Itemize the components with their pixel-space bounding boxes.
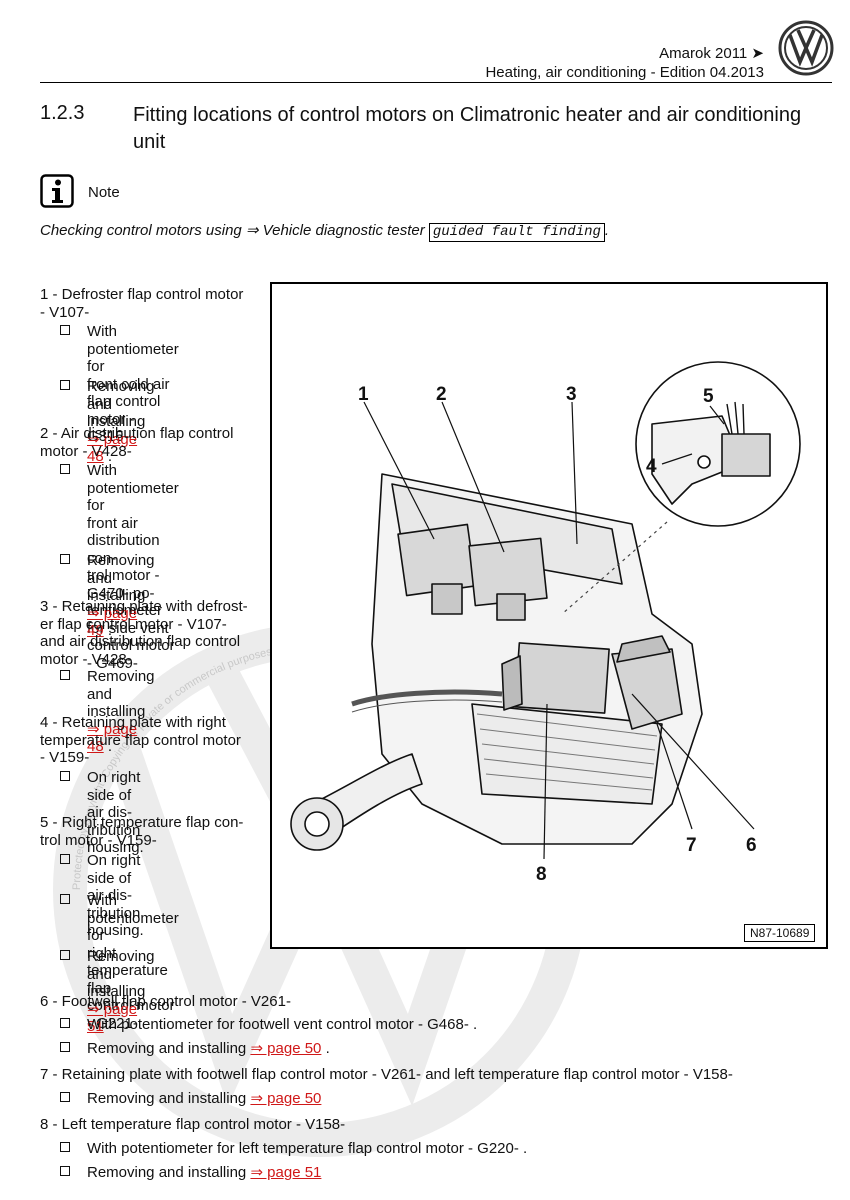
item-4-line-3: - V159- (40, 749, 90, 766)
item-7-line-1: 7 - Retaining plate with footwell flap c… (40, 1066, 733, 1083)
subitem-line: With potentiometer for (87, 892, 179, 944)
list-item: 1 - Defroster flap control motor- V107- (40, 286, 243, 321)
subitem-line: On right side of air dis- (87, 769, 141, 821)
callout-2: 2 (436, 384, 447, 405)
checkbox-bullet-icon (60, 1092, 70, 1102)
note-text: Checking control motors using ⇒ Vehicle … (40, 221, 609, 242)
callout-4: 4 (646, 456, 657, 477)
page-49-link[interactable]: ⇒ page 49 (87, 604, 138, 640)
manual-subtitle: Heating, air conditioning - Edition 04.2… (485, 64, 764, 81)
subitem-line: tribution housing. (87, 821, 144, 857)
note-text-suffix: . (604, 222, 610, 239)
info-icon (40, 174, 74, 208)
callout-8: 8 (536, 864, 547, 885)
checkbox-bullet-icon (60, 771, 70, 781)
subitem-line: motor - G315- . (87, 410, 138, 446)
checkbox-bullet-icon (60, 1018, 70, 1028)
list-item: 5 - Right temperature flap con-trol moto… (40, 814, 243, 849)
section-title: Fitting locations of control motors on C… (133, 104, 802, 153)
page-48-link[interactable]: ⇒ page 48 (87, 720, 138, 756)
callout-1: 1 (358, 384, 369, 405)
item-8-line-1: 8 - Left temperature flap control motor … (40, 1116, 346, 1133)
checkbox-bullet-icon (60, 464, 70, 474)
item-3-line-2: er flap control motor - V107- (40, 615, 227, 633)
header-divider (40, 82, 832, 83)
page-50-link[interactable]: ⇒ page 50 (250, 1090, 322, 1107)
item-5-line-1: 5 - Right temperature flap con- (40, 814, 244, 831)
subitem-line: trol motor - G470- po- (87, 567, 160, 602)
item-3-line-1: 3 - Retaining plate with defrost- (40, 598, 248, 615)
item-4-line-2: temperature flap control motor (40, 731, 241, 749)
subitem-line: control motor - G221- (87, 997, 175, 1032)
subitem-suffix: . (103, 622, 113, 639)
figure-code: N87-10689 (744, 924, 816, 942)
subitem-line: Removing and installing (87, 1164, 251, 1181)
subitem-line: Removing and installing (87, 1040, 251, 1057)
item-1-line-1: 1 - Defroster flap control motor (40, 286, 244, 303)
checkbox-bullet-icon (60, 894, 70, 904)
subitem-suffix: . (103, 448, 113, 465)
subitem-line: tentiometer for side vent (87, 602, 169, 637)
page-51-link[interactable]: ⇒ page 51 (87, 1000, 138, 1036)
checkbox-bullet-icon (60, 854, 70, 864)
figure-frame (270, 282, 828, 949)
checkbox-bullet-icon (60, 670, 70, 680)
checkbox-bullet-icon (60, 1042, 70, 1052)
list-item: 6 - Footwell flap control motor - V261- (40, 993, 291, 1011)
callout-6: 6 (746, 835, 757, 856)
guided-fault-finding-box: guided fault finding (428, 223, 605, 242)
callout-3: 3 (566, 384, 577, 405)
subitem-line: Removing and installing (87, 1090, 251, 1107)
climatronic-unit-illustration (290, 361, 801, 860)
page-48-link[interactable]: ⇒ page 48 (87, 430, 138, 466)
item-6-line-1: 6 - Footwell flap control motor - V261- (40, 993, 291, 1010)
note-text-prefix: Checking control motors using ⇒ Vehicle … (40, 222, 429, 239)
subitem-line: With potentiometer for left temperature … (87, 1140, 528, 1157)
subitem-suffix: . (103, 738, 113, 755)
item-3-line-4: motor - V428- (40, 650, 132, 668)
checkbox-bullet-icon (60, 325, 70, 335)
page-51-link[interactable]: ⇒ page 51 (250, 1164, 322, 1181)
callout-5: 5 (703, 386, 714, 407)
subitem-line: Removing and installing (87, 668, 155, 720)
subitem-line: front cold air flap control (87, 375, 170, 411)
subitem-line: Removing and installing (87, 378, 155, 430)
subitem-line: Removing and installing (87, 552, 155, 604)
subitem-line: right temperature flap (87, 944, 168, 997)
item-1-line-2: - V107- (40, 303, 90, 321)
subitem-line: Removing and installing (87, 948, 155, 1000)
item-2-line-1: 2 - Air distribution flap control (40, 425, 234, 442)
subitem-suffix: . (321, 1040, 330, 1057)
item-2-line-2: motor - V428- (40, 442, 132, 460)
subitem-line: With potentiometer for (87, 323, 179, 375)
item-3-line-3: and air distribution flap control (40, 633, 241, 650)
note-label: Note (88, 184, 120, 201)
callout-7: 7 (686, 835, 697, 856)
subitem-line: control motor - G469- (87, 637, 175, 672)
subitem-line: With potentiometer for (87, 462, 179, 514)
section-number: 1.2.3 (40, 102, 85, 124)
list-item: 7 - Retaining plate with footwell flap c… (40, 1066, 733, 1084)
checkbox-bullet-icon (60, 380, 70, 390)
page-50-link[interactable]: ⇒ page 50 (250, 1040, 322, 1057)
checkbox-bullet-icon (60, 950, 70, 960)
item-4-line-1: 4 - Retaining plate with right (40, 714, 226, 731)
checkbox-bullet-icon (60, 554, 70, 564)
subitem-line: front air distribution con- (87, 514, 160, 567)
subitem-line: tribution housing. (87, 904, 144, 940)
checkbox-bullet-icon (60, 1142, 70, 1152)
subitem-line: On right side of air dis- (87, 852, 141, 904)
list-item: 8 - Left temperature flap control motor … (40, 1116, 345, 1134)
vw-logo-icon (778, 20, 834, 76)
manual-model: Amarok 2011 ➤ (659, 45, 764, 62)
item-5-line-2: trol motor - V159- (40, 831, 157, 849)
list-item: 3 - Retaining plate with defrost-er flap… (40, 598, 248, 668)
checkbox-bullet-icon (60, 1166, 70, 1176)
subitem-line: With potentiometer for footwell vent con… (87, 1016, 478, 1033)
